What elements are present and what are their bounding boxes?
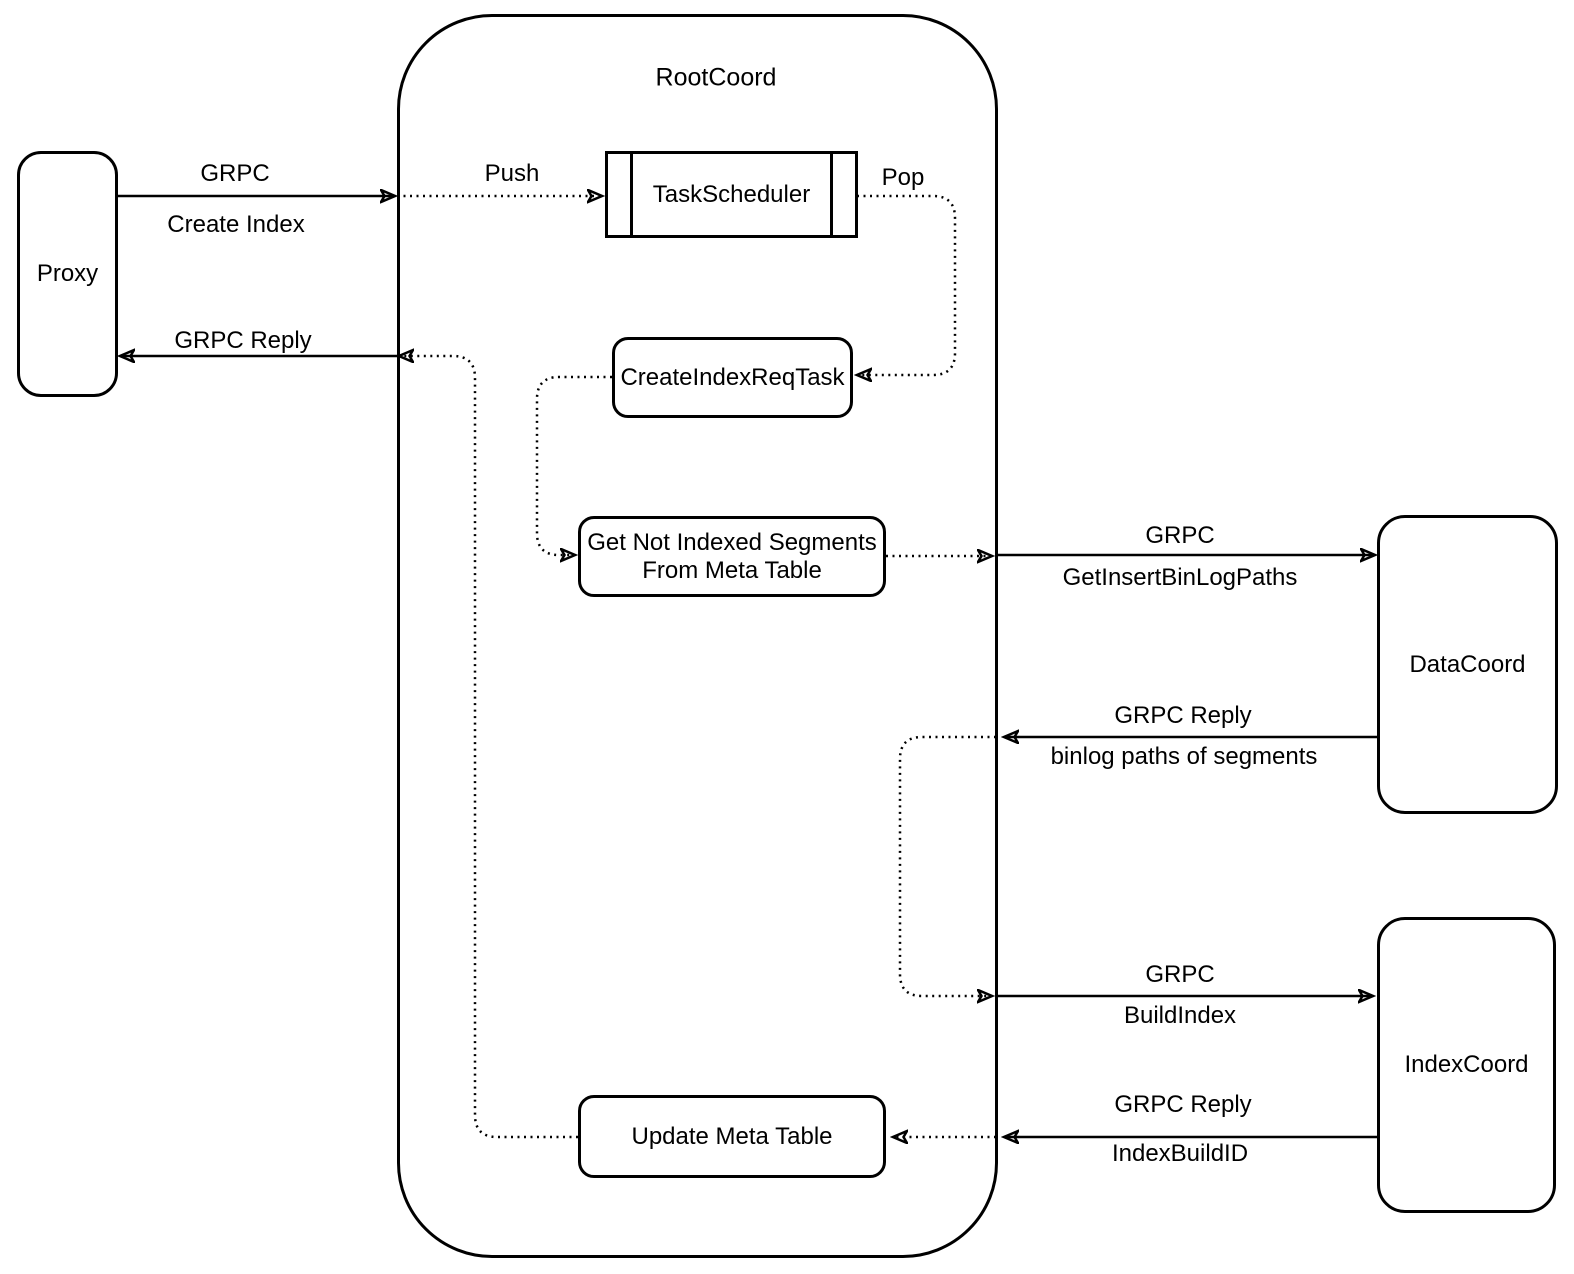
node-proxy-label: Proxy bbox=[36, 260, 99, 287]
task-scheduler-right-bar bbox=[830, 153, 833, 236]
node-task-scheduler: TaskScheduler bbox=[605, 151, 858, 238]
node-get-not-indexed-segments-label: Get Not Indexed Segments From Meta Table bbox=[587, 529, 877, 585]
edge-label-grpc-getinsertbinlogpaths-2: GetInsertBinLogPaths bbox=[1062, 564, 1298, 591]
node-task-scheduler-label: TaskScheduler bbox=[652, 180, 811, 208]
node-index-coord: IndexCoord bbox=[1377, 917, 1556, 1213]
node-create-index-req-task: CreateIndexReqTask bbox=[612, 337, 853, 418]
node-update-meta-table-label: Update Meta Table bbox=[631, 1122, 833, 1150]
node-update-meta-table: Update Meta Table bbox=[578, 1095, 886, 1178]
edge-label-grpc-create-index-1: GRPC bbox=[200, 160, 270, 187]
edge-label-grpc-create-index-2: Create Index bbox=[167, 211, 305, 238]
task-scheduler-left-bar bbox=[630, 153, 633, 236]
rootcoord-title: RootCoord bbox=[655, 63, 777, 92]
edge-label-grpc-reply-binlog-2: binlog paths of segments bbox=[1050, 743, 1318, 770]
edge-label-grpc-buildindex-1: GRPC bbox=[1145, 961, 1215, 988]
edge-label-grpc-reply-indexbuildid-2: IndexBuildID bbox=[1111, 1140, 1249, 1167]
edge-label-grpc-getinsertbinlogpaths-1: GRPC bbox=[1145, 522, 1215, 549]
node-index-coord-label: IndexCoord bbox=[1404, 1051, 1529, 1078]
get-not-indexed-line2: From Meta Table bbox=[642, 556, 822, 584]
node-proxy: Proxy bbox=[17, 151, 118, 397]
node-data-coord-label: DataCoord bbox=[1409, 650, 1526, 678]
edge-label-grpc-buildindex-2: BuildIndex bbox=[1123, 1002, 1237, 1029]
edge-label-grpc-reply-proxy: GRPC Reply bbox=[174, 327, 312, 354]
node-data-coord: DataCoord bbox=[1377, 515, 1558, 814]
edge-label-grpc-reply-indexbuildid-1: GRPC Reply bbox=[1114, 1091, 1252, 1118]
edge-label-grpc-reply-binlog-1: GRPC Reply bbox=[1114, 702, 1252, 729]
get-not-indexed-line1: Get Not Indexed Segments bbox=[587, 528, 877, 556]
edge-label-push: Push bbox=[484, 160, 540, 187]
node-create-index-req-task-label: CreateIndexReqTask bbox=[620, 363, 845, 391]
node-get-not-indexed-segments: Get Not Indexed Segments From Meta Table bbox=[578, 516, 886, 597]
edge-label-pop: Pop bbox=[881, 164, 925, 191]
